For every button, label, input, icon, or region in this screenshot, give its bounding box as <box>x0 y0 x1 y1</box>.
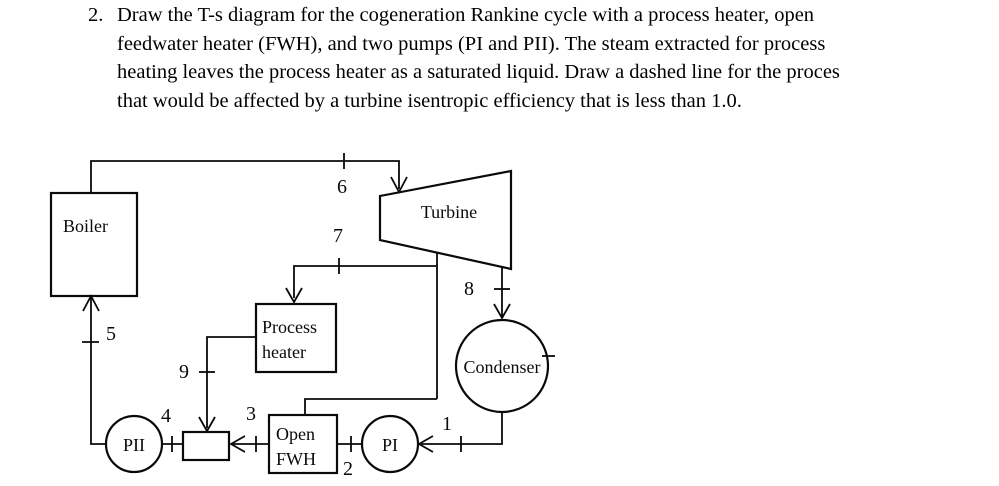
arrow-into-process-heater-icon <box>285 287 303 304</box>
condenser-circle <box>454 318 550 414</box>
state-8-label: 8 <box>464 278 474 300</box>
boiler-label: Boiler <box>63 216 108 236</box>
open-fwh-label-line1: Open <box>276 424 315 444</box>
problem-statement: 2. Draw the T-s diagram for the cogenera… <box>0 0 999 130</box>
process-heater-label-line1: Process <box>262 317 317 337</box>
turbine-label: Turbine <box>421 202 477 222</box>
pipe-boiler-to-turbine <box>90 160 400 193</box>
process-heater-box <box>254 302 338 374</box>
pipe-pump2-to-boiler <box>90 297 107 445</box>
state-3-label: 3 <box>246 403 256 425</box>
condenser-label: Condenser <box>464 357 541 377</box>
problem-number: 2. <box>88 4 104 26</box>
state-1-label: 1 <box>442 413 452 435</box>
state-4-label: 4 <box>161 405 171 427</box>
pump1-circle <box>360 414 420 474</box>
pipe-extraction-to-fwh <box>304 398 437 415</box>
pipe-condenser-to-pump1 <box>421 412 503 445</box>
state-2-label: 2 <box>343 458 353 480</box>
arrow-into-condenser-icon <box>493 303 511 320</box>
state-9-label: 9 <box>179 361 189 383</box>
pipe-extraction-to-process-heater <box>293 265 437 298</box>
boiler-box <box>49 191 139 298</box>
turbine-shape <box>378 169 513 271</box>
arrow-into-mixing-box-left-icon <box>229 435 246 453</box>
problem-line-2: feedwater heater (FWH), and two pumps (P… <box>117 32 826 55</box>
pump2-circle <box>104 414 164 474</box>
pump2-label: PII <box>123 435 145 455</box>
open-fwh-box <box>267 413 339 475</box>
problem-line-1: Draw the T-s diagram for the cogeneratio… <box>117 4 815 26</box>
open-fwh-label-line2: FWH <box>276 449 316 469</box>
mixing-box <box>181 430 231 462</box>
state-6-label: 6 <box>337 176 347 198</box>
pipe-process-heater-to-mixing-box <box>206 336 256 428</box>
state-5-label: 5 <box>106 323 116 345</box>
problem-line-4: that would be affected by a turbine isen… <box>117 89 742 112</box>
pump1-label: PI <box>382 435 398 455</box>
state-7-label: 7 <box>333 225 343 247</box>
process-heater-label-line2: heater <box>262 342 306 362</box>
problem-line-3: heating leaves the process heater as a s… <box>117 61 840 83</box>
